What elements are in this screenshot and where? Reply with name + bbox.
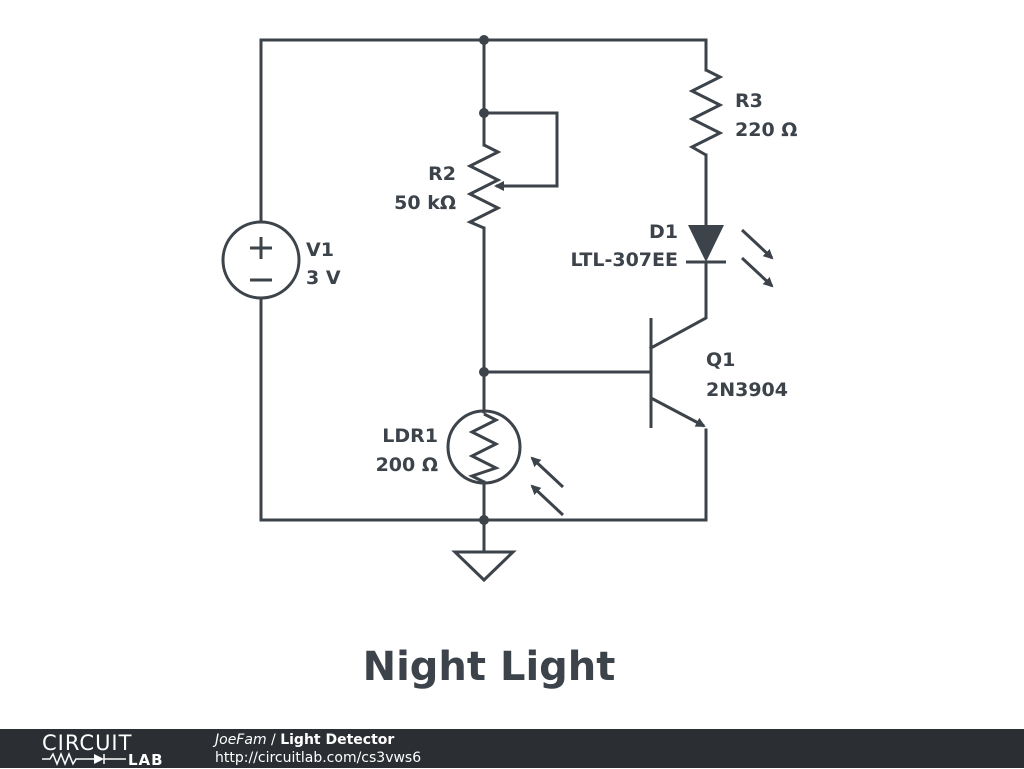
- breadcrumb-separator: /: [266, 732, 281, 748]
- circuitlab-logo[interactable]: CIRCUIT LAB: [42, 731, 182, 769]
- project-breadcrumb: JoeFam / Light Detector: [215, 731, 421, 749]
- footer-bar: CIRCUIT LAB JoeFam / Light Detector http…: [0, 729, 1024, 769]
- junction-dot: [479, 35, 489, 45]
- q1-ref: Q1: [706, 349, 735, 371]
- r3-ref: R3: [735, 90, 763, 112]
- r2-ref: R2: [428, 163, 456, 185]
- circuit-url-row: http://circuitlab.com/cs3vws6: [215, 749, 421, 767]
- circuit-url-link[interactable]: http://circuitlab.com/cs3vws6: [215, 750, 422, 766]
- ldr1-ref: LDR1: [382, 425, 438, 447]
- junction-dots: [479, 35, 489, 525]
- logo-circuit-icon: [42, 752, 126, 766]
- led-d1: D1 LTL-307EE: [570, 221, 774, 288]
- circuit-schematic: V1 3 V R2 50 kΩ R3 220 Ω D1 LTL-307EE Q1…: [221, 35, 797, 690]
- potentiometer-r2: R2 50 kΩ: [394, 143, 513, 230]
- r3-value: 220 Ω: [735, 119, 797, 141]
- v1-ref: V1: [306, 239, 334, 261]
- diagram-title: Night Light: [363, 644, 616, 690]
- q1-value: 2N3904: [706, 379, 788, 401]
- wires: [259, 38, 708, 554]
- ground-symbol: [451, 550, 517, 583]
- photoresistor-ldr1: LDR1 200 Ω: [376, 409, 565, 517]
- junction-dot: [479, 515, 489, 525]
- junction-dot: [479, 367, 489, 377]
- project-name: Light Detector: [280, 732, 395, 748]
- resistor-r3: R3 220 Ω: [688, 68, 797, 157]
- ldr1-value: 200 Ω: [376, 454, 438, 476]
- v1-value: 3 V: [306, 267, 341, 289]
- r2-value: 50 kΩ: [394, 192, 456, 214]
- footer-text: JoeFam / Light Detector http://circuitla…: [215, 731, 421, 767]
- d1-value: LTL-307EE: [570, 249, 678, 271]
- logo-text-top: CIRCUIT: [42, 731, 133, 755]
- transistor-q1: Q1 2N3904: [649, 318, 788, 428]
- voltage-source-v1: V1 3 V: [221, 220, 341, 300]
- author-link[interactable]: JoeFam: [215, 732, 267, 748]
- logo-text-bottom: LAB: [128, 751, 164, 769]
- d1-ref: D1: [649, 221, 678, 243]
- junction-dot: [479, 108, 489, 118]
